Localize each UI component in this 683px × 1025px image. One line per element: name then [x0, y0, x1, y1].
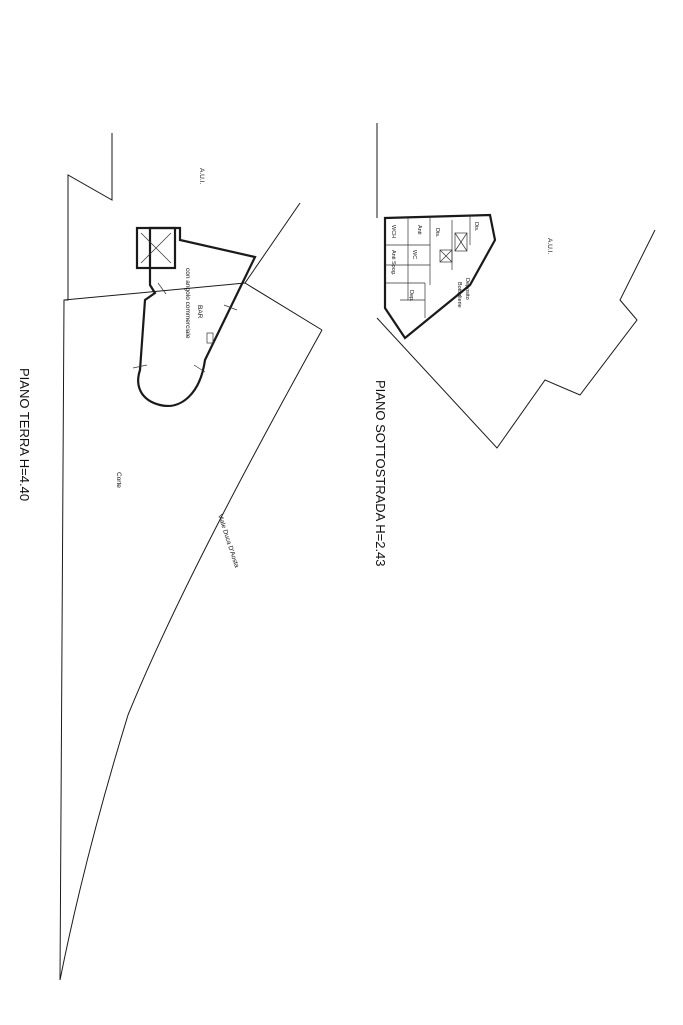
bottiglierie-label: Bottiglierie [456, 282, 462, 308]
bar-label: BAR [196, 305, 203, 319]
room-anti-label: Anti [416, 225, 422, 234]
deposito-label: Deposito [464, 278, 470, 300]
opening-tick [193, 364, 206, 373]
window-mark [206, 332, 214, 344]
opening-tick [157, 282, 167, 295]
corte-label: Corte [115, 472, 122, 488]
bar-building-outline [137, 226, 257, 408]
ground-floor-plan: A.U.I. BAR con angolo commerciale Corte … [17, 133, 323, 981]
ground-lot-boundary [59, 133, 113, 981]
opening-tick [223, 304, 238, 311]
room-dep-label: Dep. [408, 290, 414, 302]
room-dis-1-label: Dis. [473, 222, 479, 232]
opening-tick [132, 364, 148, 369]
room-anti-spog-label: Anti Spog. [390, 250, 396, 276]
basement-aul-label: A.U.I. [546, 238, 553, 254]
room-wch-label: WCH [390, 225, 396, 238]
ground-floor-title: PIANO TERRA H=4.40 [17, 368, 32, 501]
bar-subtitle-label: con angolo commerciale [184, 268, 191, 339]
basement-lot-diagonal [376, 229, 656, 449]
street-name-label: Viale Duca D'Aosta [216, 513, 240, 568]
room-wc-label: WC [411, 250, 417, 259]
basement-building-outline [383, 213, 497, 340]
ground-lot-top-edge [63, 282, 323, 331]
ground-aul-label: A.U.I. [198, 168, 205, 184]
street-curve [59, 329, 323, 981]
basement-plan: A.U.I. WCH Anti WC Anti Spog. Dis. Dis. … [373, 123, 656, 567]
basement-partitions [385, 215, 471, 318]
basement-title: PIANO SOTTOSTRADA H=2.43 [373, 380, 388, 567]
lift-shaft [135, 226, 177, 270]
lift-shaft-cross-b [140, 232, 172, 264]
room-dis-2-label: Dis. [434, 228, 440, 238]
ground-diagonal-edge [244, 202, 301, 284]
